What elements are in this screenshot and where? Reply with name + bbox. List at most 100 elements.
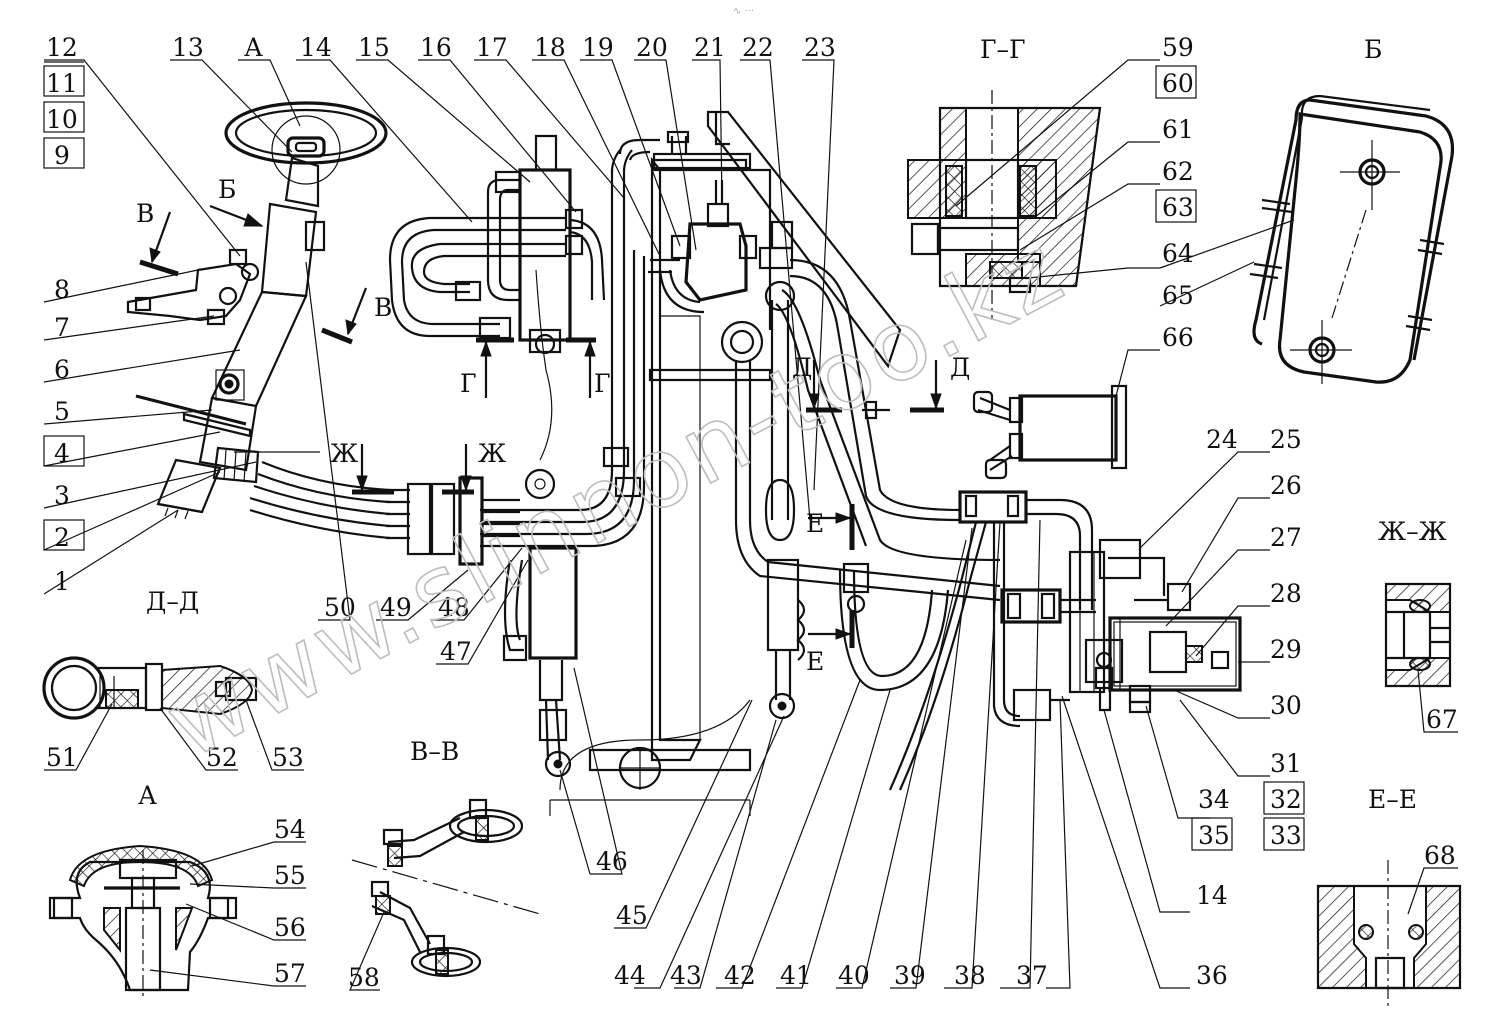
section-G-left-label: Г bbox=[460, 369, 477, 398]
callout-3: 3 bbox=[54, 481, 70, 510]
steering-rods bbox=[720, 258, 1001, 720]
callout-58: 58 bbox=[348, 963, 380, 992]
section-DD-detail bbox=[42, 656, 258, 720]
callout-46: 46 bbox=[596, 847, 628, 876]
callout-6: 6 bbox=[54, 355, 70, 384]
callout-11: 11 bbox=[46, 69, 78, 98]
frame-mount bbox=[549, 156, 772, 816]
callout-54: 54 bbox=[274, 815, 306, 844]
callout-10: 10 bbox=[46, 105, 78, 134]
steering-wheel bbox=[224, 101, 388, 185]
section-EE-title: Е–Е bbox=[1368, 785, 1417, 814]
callout-56: 56 bbox=[274, 913, 306, 942]
section-ZhZh-detail bbox=[1384, 582, 1452, 688]
callout-50: 50 bbox=[324, 593, 356, 622]
view-A-detail bbox=[48, 844, 238, 1000]
section-D-right-label: Д bbox=[950, 353, 970, 382]
callout-20: 20 bbox=[636, 33, 668, 62]
callout-42: 42 bbox=[724, 961, 756, 990]
lower-cylinder bbox=[502, 269, 578, 778]
callout-28: 28 bbox=[1270, 579, 1302, 608]
callout-63: 63 bbox=[1162, 193, 1194, 222]
tee-block-39 bbox=[888, 490, 1094, 791]
callout-32: 32 bbox=[1270, 785, 1302, 814]
callout-27: 27 bbox=[1270, 523, 1302, 552]
section-VV-detail bbox=[351, 798, 541, 978]
callout-4: 4 bbox=[54, 439, 70, 468]
callout-49: 49 bbox=[380, 593, 412, 622]
callout-13: 13 bbox=[172, 33, 204, 62]
callout-64: 64 bbox=[1162, 239, 1194, 268]
callout-66: 66 bbox=[1162, 323, 1194, 352]
callout-51: 51 bbox=[46, 743, 78, 772]
electric-box-29 bbox=[1084, 616, 1242, 714]
callout-40: 40 bbox=[838, 961, 870, 990]
callout-37: 37 bbox=[1016, 961, 1048, 990]
callout-21: 21 bbox=[694, 33, 726, 62]
callout-34: 34 bbox=[1198, 785, 1230, 814]
section-E-top-label: Е bbox=[806, 509, 824, 538]
pump-66 bbox=[972, 384, 1128, 480]
callout-39: 39 bbox=[894, 961, 926, 990]
section-GG-detail bbox=[907, 90, 1102, 320]
connector-manifold bbox=[234, 451, 520, 566]
view-A-title: А bbox=[138, 781, 157, 810]
callout-12: 12 bbox=[46, 33, 78, 62]
callout-44: 44 bbox=[614, 961, 646, 990]
callout-47: 47 bbox=[440, 637, 472, 666]
view-B-arrow-label: Б bbox=[218, 175, 236, 204]
section-E-bottom-label: Е bbox=[806, 647, 824, 676]
callout-65: 65 bbox=[1162, 281, 1194, 310]
callout-14-right: 14 bbox=[1196, 881, 1228, 910]
callout-52: 52 bbox=[206, 743, 238, 772]
callout-labels: 12 11 10 9 8 7 6 5 4 3 2 1 13 А 14 15 16… bbox=[43, 33, 1458, 992]
section-labels: Г–Г Б Д–Д В–В А Ж–Ж Е–Е Б В В bbox=[136, 35, 1447, 814]
callout-8: 8 bbox=[54, 275, 70, 304]
bracket-lever bbox=[126, 248, 260, 326]
view-A-marker-label: А bbox=[244, 33, 263, 62]
callout-7: 7 bbox=[54, 313, 70, 342]
section-marker-E: Е Е bbox=[806, 504, 855, 676]
callout-18: 18 bbox=[534, 33, 566, 62]
callout-62: 62 bbox=[1162, 157, 1194, 186]
callout-57: 57 bbox=[274, 959, 306, 988]
callout-41: 41 bbox=[780, 961, 812, 990]
view-B-detail bbox=[1249, 94, 1455, 384]
central-pipes bbox=[480, 149, 680, 548]
hoses-upper-left bbox=[388, 178, 606, 340]
section-Zh-right-label: Ж bbox=[478, 439, 506, 468]
section-G-right-label: Г bbox=[594, 369, 611, 398]
callout-60: 60 bbox=[1162, 69, 1194, 98]
section-marker-G: Г Г bbox=[460, 337, 611, 398]
callout-45: 45 bbox=[616, 901, 648, 930]
callout-31: 31 bbox=[1270, 749, 1302, 778]
callout-35: 35 bbox=[1198, 821, 1230, 850]
callout-22: 22 bbox=[742, 33, 774, 62]
filter-assembly bbox=[1000, 538, 1192, 722]
callout-1: 1 bbox=[54, 567, 70, 596]
callout-30: 30 bbox=[1270, 691, 1302, 720]
callout-68: 68 bbox=[1424, 841, 1456, 870]
callout-16: 16 bbox=[420, 33, 452, 62]
section-V-left-label: В bbox=[136, 199, 154, 228]
section-marker-Zh: Ж Ж bbox=[330, 439, 506, 495]
callout-55: 55 bbox=[274, 861, 306, 890]
callout-25: 25 bbox=[1270, 425, 1302, 454]
svg-text:∿ ···: ∿ ··· bbox=[733, 6, 754, 17]
callout-67: 67 bbox=[1426, 705, 1458, 734]
callout-61: 61 bbox=[1162, 115, 1194, 144]
callout-26: 26 bbox=[1270, 471, 1302, 500]
view-B-title: Б bbox=[1364, 35, 1382, 64]
callout-14: 14 bbox=[300, 33, 332, 62]
callout-53: 53 bbox=[272, 743, 304, 772]
section-VV-title: В–В bbox=[410, 737, 459, 766]
section-DD-title: Д–Д bbox=[146, 587, 199, 616]
callout-48: 48 bbox=[438, 593, 470, 622]
callout-9: 9 bbox=[54, 141, 70, 170]
callout-29: 29 bbox=[1270, 635, 1302, 664]
callout-19: 19 bbox=[582, 33, 614, 62]
callout-43: 43 bbox=[670, 961, 702, 990]
steering-column bbox=[135, 156, 326, 520]
callout-59: 59 bbox=[1162, 33, 1194, 62]
